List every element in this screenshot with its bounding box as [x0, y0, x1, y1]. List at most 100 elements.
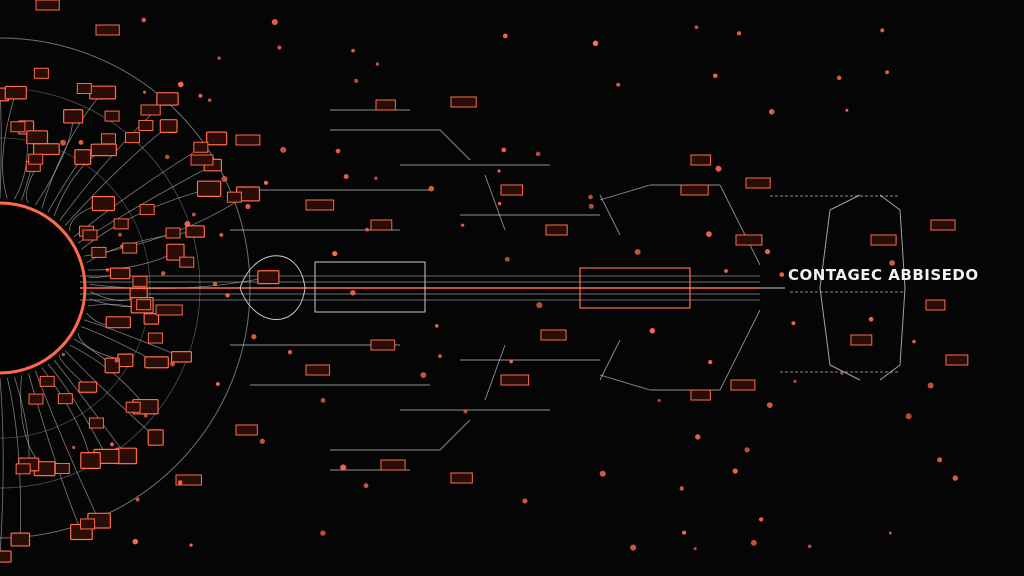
circuit-wires [0, 92, 906, 557]
radial-wire [14, 376, 30, 465]
node-dot [420, 372, 427, 378]
node-dot [287, 350, 293, 355]
node-dot [502, 33, 508, 39]
branch-wire [599, 339, 621, 381]
radial-wire [69, 344, 146, 407]
chip [4, 85, 27, 100]
chip [54, 462, 70, 474]
chip [305, 364, 331, 376]
chip [91, 246, 107, 258]
bus-frame [314, 261, 426, 313]
node-dot [592, 40, 599, 47]
node-dot [845, 108, 849, 112]
node-dot [501, 147, 507, 153]
node-dot [713, 73, 718, 78]
chip [226, 191, 242, 203]
branch-wire [439, 419, 471, 451]
node-dot [198, 93, 203, 98]
node-dot [840, 371, 844, 375]
node-dot [868, 316, 874, 322]
chip [190, 154, 214, 166]
node-dot [737, 31, 742, 36]
node-dot [191, 212, 196, 217]
chip [735, 234, 763, 246]
chip [185, 225, 205, 238]
chip [257, 270, 280, 285]
chip [235, 134, 261, 146]
chip [89, 85, 117, 100]
node-dot [952, 475, 959, 481]
chip [155, 304, 183, 316]
node-dot [271, 18, 278, 26]
chip [450, 96, 477, 108]
node-dot [263, 180, 269, 185]
node-dot [535, 151, 541, 157]
node-dot [504, 256, 510, 262]
chip [15, 463, 31, 475]
node-dot [695, 434, 701, 440]
chip [100, 133, 116, 145]
node-dot [693, 547, 697, 551]
chip [540, 329, 567, 341]
radial-wire [47, 363, 107, 457]
node-dot [143, 90, 147, 94]
radial-wire [84, 319, 182, 358]
radial-wire [0, 377, 4, 557]
title-bracket [819, 194, 861, 381]
node-dot [277, 45, 282, 50]
chip [136, 299, 152, 311]
node-dot [177, 81, 184, 88]
chip [690, 154, 712, 166]
node-dot [750, 539, 757, 546]
node-dot [463, 409, 468, 414]
node-dot [889, 260, 895, 266]
chip [10, 121, 26, 133]
radial-wire [20, 375, 45, 469]
chip [196, 180, 222, 197]
chip [159, 119, 178, 133]
chip [125, 401, 141, 413]
node-dot [61, 352, 65, 357]
chip [88, 417, 104, 429]
radial-wire [2, 92, 17, 199]
node-dot [679, 486, 684, 491]
branch-wire [599, 194, 621, 236]
chip [690, 389, 711, 401]
radial-wire [81, 188, 210, 250]
chip [80, 518, 96, 530]
node-dot [732, 468, 738, 474]
chip [90, 143, 117, 157]
chip [450, 472, 473, 484]
radial-wire [64, 350, 156, 438]
chip [117, 353, 134, 368]
chip [380, 459, 406, 471]
node-dot [509, 359, 513, 364]
chip [63, 109, 84, 124]
branch-wire [439, 129, 471, 161]
node-dot [634, 248, 641, 255]
node-dot [588, 194, 593, 200]
node-dot [259, 438, 265, 444]
chip [156, 92, 179, 106]
node-dot [905, 413, 912, 420]
node-dot [221, 175, 228, 183]
radial-wire [41, 92, 103, 209]
chip [745, 177, 771, 189]
chip [680, 184, 709, 196]
chip [132, 275, 148, 287]
node-dot [320, 398, 326, 403]
node-dot [335, 148, 341, 154]
circuit-nodes [60, 17, 959, 551]
node-dot [114, 358, 119, 363]
node-dot [132, 538, 139, 545]
node-dot [110, 442, 114, 447]
bus-lens [239, 255, 306, 320]
node-dot [332, 250, 338, 257]
node-dot [438, 354, 442, 359]
hub-core [0, 208, 80, 368]
node-dot [937, 457, 943, 463]
node-dot [375, 62, 380, 66]
node-dot [880, 28, 885, 33]
node-dot [72, 445, 76, 450]
